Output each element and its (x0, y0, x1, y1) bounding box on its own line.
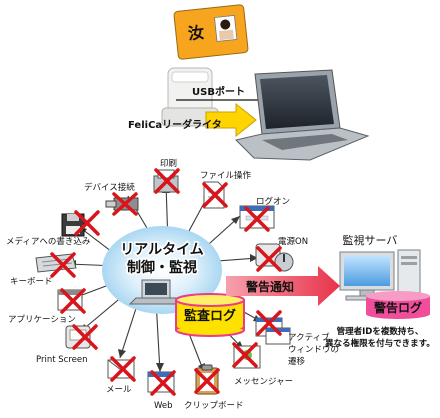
audit-log-cylinder (175, 293, 245, 337)
server-note-line1: 管理者IDを複数持ち、 (337, 326, 424, 337)
warning-log-label: 警告ログ (373, 300, 422, 315)
cross-icon (60, 288, 86, 314)
label-power-on: 電源ON (278, 237, 308, 247)
power-icon (255, 243, 294, 272)
center-title-line2: 制御・監視 (127, 259, 197, 276)
server-icon (339, 249, 421, 305)
cross-icon (154, 168, 180, 194)
spoke-labels: デバイス接続 印刷 ファイル操作 ログオン 電源ON メディアへの書き込み キー… (6, 158, 339, 411)
cross-icon (194, 368, 220, 394)
felica-reader-label: FeliCaリーダライタ (128, 118, 222, 131)
center-laptop-icon (128, 279, 184, 305)
label-print-screen: Print Screen (36, 355, 87, 365)
label-application: アプリケーション (8, 315, 76, 325)
cross-icon (50, 252, 76, 278)
cross-icon (232, 342, 258, 368)
cross-icon (74, 210, 100, 236)
label-media-write: メディアへの書き込み (6, 236, 91, 247)
usb-port-label: USBポート (192, 85, 245, 98)
alert-arrow (226, 266, 340, 306)
alert-label: 警告通知 (245, 279, 294, 294)
cross-icon (72, 324, 98, 350)
laptop-icon (235, 69, 370, 161)
label-clipboard: クリップボード (184, 401, 244, 411)
cross-icon (110, 356, 136, 382)
cross-icon (112, 192, 138, 216)
label-logon: ログオン (256, 196, 290, 207)
card-character: 汝 (187, 23, 205, 44)
cross-icon (202, 182, 228, 208)
label-messenger: メッセンジャー (234, 377, 293, 387)
cross-icon (256, 310, 282, 336)
felica-reader-icon (161, 67, 219, 127)
label-web: Web (154, 401, 173, 411)
cross-icon (256, 246, 282, 272)
cross-icon (150, 370, 176, 396)
label-keyboard: キーボード (10, 277, 53, 287)
label-active-line1: アクティブ (288, 332, 330, 343)
label-active-line3: 遷移 (288, 356, 306, 367)
label-device-connect: デバイス接続 (84, 182, 135, 193)
block-crosses (50, 168, 282, 396)
center-title-line1: リアルタイム (120, 242, 204, 258)
cross-icon (244, 206, 270, 232)
label-file-operation: ファイル操作 (200, 170, 252, 181)
warning-log-cylinder (366, 291, 430, 319)
label-active-line2: ウィンドウの (288, 345, 339, 355)
audit-log-label: 監査ログ (184, 308, 236, 324)
print-screen-key-icon (65, 325, 91, 349)
connect-arrow (205, 102, 257, 138)
server-title: 監視サーバ (343, 233, 398, 247)
label-print: 印刷 (160, 158, 177, 169)
center-glow (102, 226, 222, 314)
label-mail: メール (106, 385, 132, 395)
server-note-line2: 異なる権限を付与できます。 (325, 338, 435, 349)
felica-card: 汝 (173, 4, 249, 60)
